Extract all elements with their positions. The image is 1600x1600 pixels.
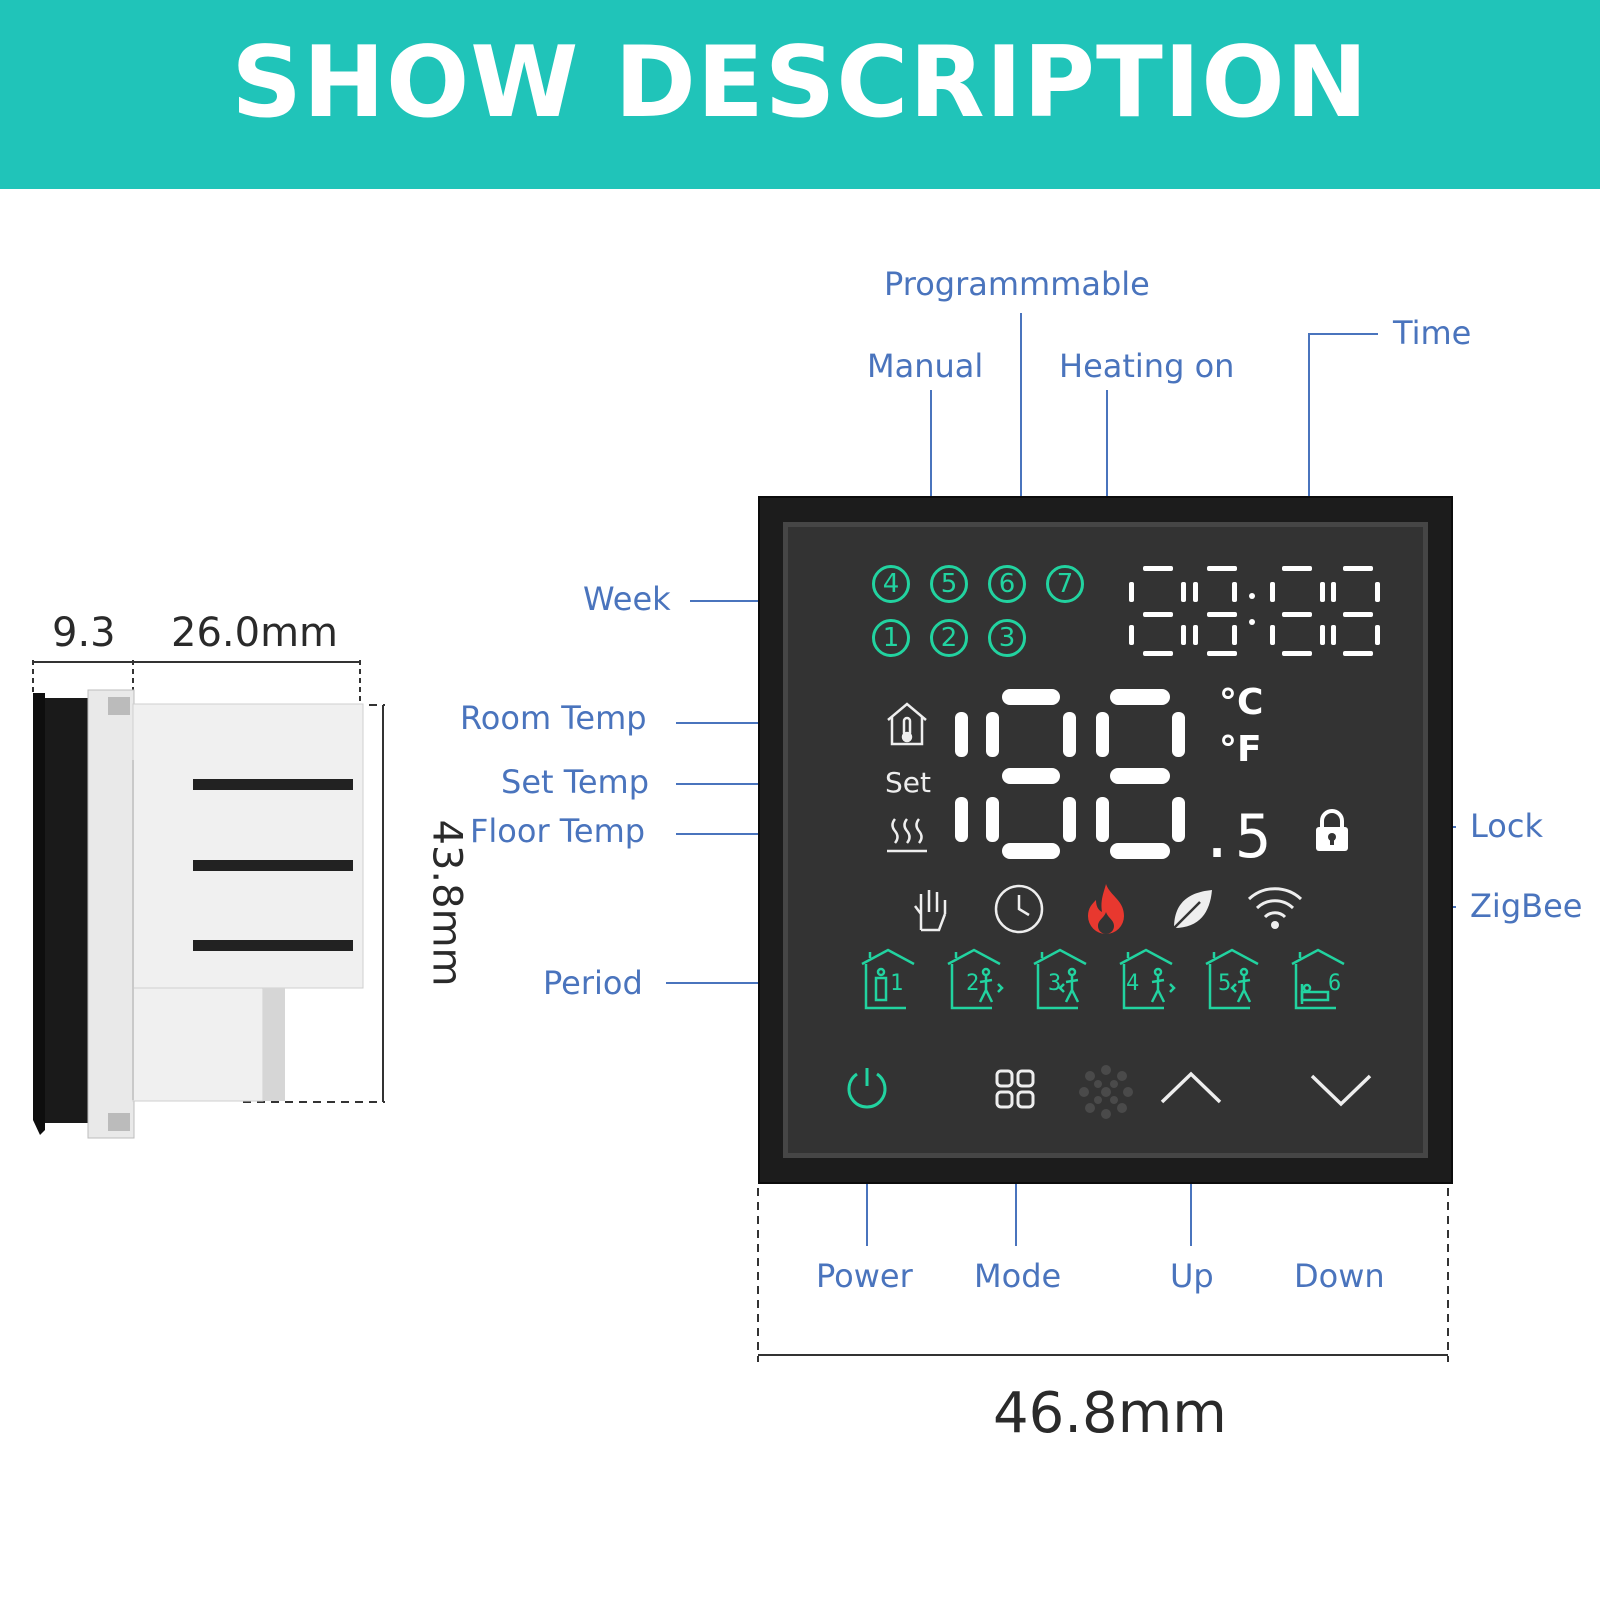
temperature-digits <box>955 689 1185 859</box>
period-number: 2 <box>966 971 979 996</box>
period-5-icon <box>1205 948 1259 1010</box>
set-temp-label: Set Temp <box>501 763 649 801</box>
hand-manual-icon <box>914 890 947 932</box>
leaf-icon <box>1173 890 1212 929</box>
page-title: SHOW DESCRIPTION <box>231 26 1369 140</box>
up-chevron-icon[interactable] <box>1158 1068 1224 1108</box>
wifi-icon <box>1247 887 1303 929</box>
speaker-dots-icon <box>1079 1065 1133 1119</box>
set-indicator: Set <box>885 766 931 799</box>
programmable-label: Programmmable <box>884 265 1150 303</box>
power-icon[interactable] <box>843 1064 891 1112</box>
mode-grid-icon[interactable] <box>994 1068 1038 1112</box>
period-number: 3 <box>1048 971 1061 996</box>
width-label: 46.8mm <box>993 1381 1227 1446</box>
period-3-icon <box>1033 948 1087 1010</box>
week-day-1: 1 <box>872 619 910 657</box>
week-day-4: 4 <box>872 565 910 603</box>
period-6-icon <box>1291 948 1345 1010</box>
zigbee-label: ZigBee <box>1470 887 1583 925</box>
period-number: 4 <box>1126 971 1139 996</box>
period-1-icon <box>861 948 915 1010</box>
down-chevron-icon[interactable] <box>1308 1070 1374 1110</box>
header-banner: SHOW DESCRIPTION <box>0 0 1600 189</box>
period-4-icon <box>1119 948 1176 1010</box>
period-number: 6 <box>1328 971 1341 996</box>
period-2-icon <box>947 948 1004 1010</box>
up-label: Up <box>1170 1257 1214 1295</box>
manual-label: Manual <box>867 347 984 385</box>
room-temp-label: Room Temp <box>460 699 647 737</box>
heating-on-label: Heating on <box>1059 347 1235 385</box>
power-label: Power <box>816 1257 913 1295</box>
week-day-2: 2 <box>930 619 968 657</box>
period-label: Period <box>543 964 643 1002</box>
depth-body-label: 26.0mm <box>171 610 338 656</box>
clock-icon <box>994 884 1044 934</box>
week-label: Week <box>583 580 671 618</box>
mode-label: Mode <box>974 1257 1062 1295</box>
lock-icon <box>1316 809 1348 851</box>
fahrenheit-unit: °F <box>1219 729 1262 770</box>
week-day-7: 7 <box>1046 565 1084 603</box>
week-day-5: 5 <box>930 565 968 603</box>
floor-temp-label: Floor Temp <box>470 812 646 850</box>
period-number: 5 <box>1218 971 1231 996</box>
down-label: Down <box>1294 1257 1385 1295</box>
house-thermometer-icon <box>887 702 927 746</box>
week-day-3: 3 <box>988 619 1026 657</box>
week-day-6: 6 <box>988 565 1026 603</box>
decimal-digit: .5 <box>1199 802 1272 872</box>
celsius-unit: °C <box>1219 682 1264 723</box>
time-digits <box>1129 566 1380 656</box>
period-number: 1 <box>890 971 903 996</box>
flame-icon <box>1088 884 1124 934</box>
time-label: Time <box>1393 314 1472 352</box>
floor-heating-icon <box>887 818 927 853</box>
period-icons: 1 2 3 4 5 6 <box>861 948 1345 1010</box>
lock-label: Lock <box>1470 807 1543 845</box>
depth-front-label: 9.3 <box>52 610 116 656</box>
side-view-device <box>33 689 364 1139</box>
